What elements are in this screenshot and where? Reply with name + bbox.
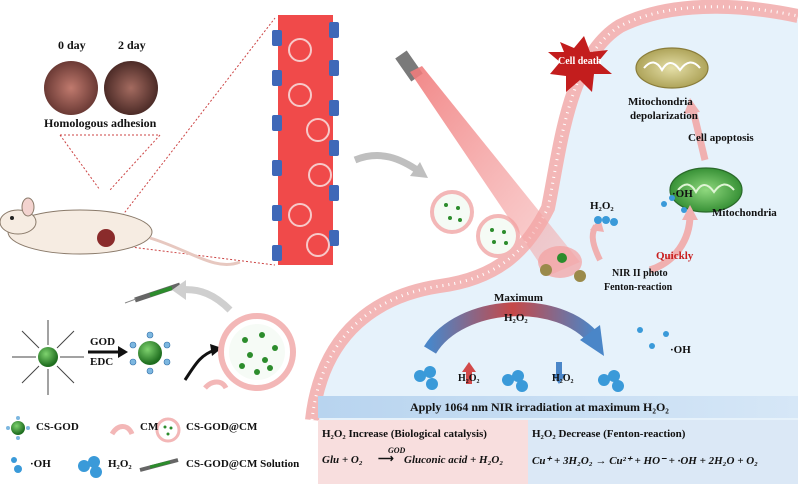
- label-mitochondria: Mitochondria: [712, 207, 777, 219]
- label-god: GOD: [90, 336, 116, 348]
- equation-left-a: Glu + O₂: [322, 454, 363, 466]
- dish-day0: [44, 61, 98, 115]
- label-h2o2-center: H₂O₂: [504, 312, 528, 324]
- coating-arrow: [183, 348, 216, 381]
- vessel-nanoparticles: [288, 38, 332, 257]
- mitochondria-healthy: [669, 167, 743, 213]
- vesicle-2: [476, 214, 520, 258]
- equation-left-arrow: ⟶: [378, 453, 394, 465]
- legend-h2o2: H₂O₂: [108, 458, 132, 470]
- cs-sphere: [12, 320, 84, 395]
- label-h2o2-down: H₂O₂: [552, 373, 574, 384]
- legend-cm-icon: [109, 424, 135, 436]
- dish-day2: [104, 61, 158, 115]
- banner-text: Apply 1064 nm NIR irradiation at maximum…: [410, 400, 669, 414]
- cm-fragment: [203, 379, 229, 390]
- legend-h2o2-icon: [78, 456, 102, 478]
- mitochondria-depolarized: [635, 47, 709, 89]
- cs-god-particle: [129, 331, 171, 375]
- arrow-to-mouse-head: [172, 280, 186, 300]
- god-edc-arrow-head: [118, 346, 128, 358]
- legend-csgod-icon: [6, 416, 30, 440]
- h2o2-molecules-top: [594, 216, 618, 226]
- label-oh-right: ·OH: [670, 344, 691, 356]
- decrease-title: H₂O₂ Decrease (Fenton-reaction): [532, 428, 686, 440]
- legend-oh-icon: [11, 457, 22, 473]
- legend-oh: ·OH: [30, 458, 51, 470]
- cell-membrane-dots: [310, 5, 798, 421]
- label-oh-top: ·OH: [672, 188, 693, 200]
- vessel-wall-cells: [272, 22, 339, 261]
- label-maximum: Maximum: [494, 292, 543, 304]
- syringe-icon: [124, 282, 181, 304]
- h2o2-molecules-bottom: [414, 366, 624, 392]
- label-homologous-adhesion: Homologous adhesion: [44, 116, 157, 130]
- legend-syringe-icon: [139, 458, 179, 472]
- arrow-to-cell-head: [410, 162, 428, 178]
- internalized-particles: [540, 253, 586, 282]
- oh-molecules: [637, 195, 687, 349]
- blood-vessel: [278, 15, 333, 265]
- apoptosis-arrow: [689, 109, 709, 161]
- panel-decrease: [528, 420, 798, 484]
- label-h2o2-up: H₂O₂: [458, 373, 480, 384]
- quickly-arrow-head: [682, 205, 698, 220]
- equation-right: Cu⁺ + 3H₂O₂ → Cu²⁺ + HO⁻ + ·OH + 2H₂O + …: [532, 455, 758, 467]
- banner: [318, 396, 798, 418]
- label-quickly: Quickly: [656, 250, 694, 262]
- arrow-to-mouse: [179, 286, 233, 313]
- equation-left-b: Gluconic acid + H₂O₂: [404, 454, 504, 466]
- arrow-to-cell: [353, 152, 423, 175]
- label-mito-depol-1: Mitochondria: [628, 96, 693, 108]
- label-h2o2-top: H₂O₂: [590, 200, 614, 212]
- legend-csgod: CS-GOD: [36, 421, 79, 433]
- panel-increase: [318, 420, 528, 484]
- h2o2-down-arrow: [552, 362, 566, 384]
- legend-cm: CM: [140, 421, 159, 433]
- label-day0: 0 day: [58, 38, 86, 52]
- label-nir-1: NIR II photo: [612, 268, 668, 279]
- vesicle-1: [430, 190, 474, 234]
- legend-csgodcm: CS-GOD@CM: [186, 421, 258, 433]
- mouse-illustration: [0, 197, 241, 267]
- label-nir-2: Fenton-reaction: [604, 282, 673, 293]
- laser-beam: [410, 66, 580, 276]
- maximum-curve-arrow: [424, 302, 601, 354]
- cell-death-burst: [548, 36, 612, 92]
- apoptosis-arrow-head: [684, 98, 700, 114]
- cs-god-cm-vesicle: [218, 313, 296, 391]
- h2o2-up-arrow: [462, 362, 476, 384]
- increase-title: H₂O₂ Increase (Biological catalysis): [322, 428, 487, 440]
- equation-left-catalyst: GOD: [388, 446, 406, 455]
- label-day2: 2 day: [118, 38, 146, 52]
- quickly-arrow: [648, 214, 694, 274]
- legend-csgodcm-icon: [155, 417, 181, 443]
- legend-solution: CS-GOD@CM Solution: [186, 458, 300, 470]
- label-cell-apoptosis: Cell apoptosis: [688, 132, 754, 144]
- label-edc: EDC: [90, 356, 114, 368]
- label-cell-death: Cell death: [558, 56, 602, 67]
- maximum-curve-arrow-head: [580, 325, 604, 356]
- label-mito-depol-2: depolarization: [630, 110, 698, 122]
